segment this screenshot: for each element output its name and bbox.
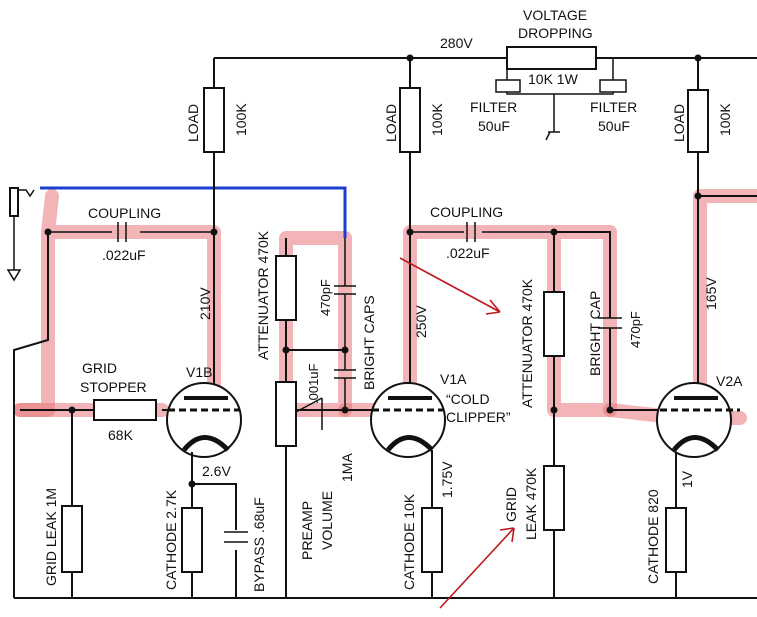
v1b-cathode-label: CATHODE 2.7K xyxy=(163,489,179,590)
v1b-tube-label: V1B xyxy=(186,364,212,380)
v1b-load-resistor xyxy=(203,87,225,153)
v1b-bypass-label: BYPASS .68uF xyxy=(251,497,267,592)
input-jack xyxy=(6,187,49,598)
attenuator-2-cap: 470pF xyxy=(628,311,643,348)
v1b-cathode-resistor xyxy=(181,507,203,573)
attenuator-1-label: ATTENUATOR 470K xyxy=(255,230,271,360)
v2a-stage xyxy=(656,58,757,598)
v1b-grid-stopper xyxy=(93,399,157,421)
ground-symbol xyxy=(545,94,560,141)
v2a-load-label: LOAD xyxy=(671,104,687,142)
v1b-plate-voltage: 210V xyxy=(197,287,213,320)
filter-2-name: FILTER xyxy=(590,99,637,115)
v1b-grid-stopper-value: 68K xyxy=(108,427,134,443)
preamp-volume-pot xyxy=(275,381,297,447)
attenuator-2-label: ATTENUATOR 470K xyxy=(519,278,535,408)
attenuator-2 xyxy=(543,228,664,598)
supply-voltage-label: 280V xyxy=(440,35,473,51)
attenuator-2-grid-leak-line-1: GRID xyxy=(503,487,519,522)
v1a-load-value: 100K xyxy=(429,103,445,136)
v1a-plate-voltage: 250V xyxy=(413,305,429,338)
attenuator-1-cap-1: 470pF xyxy=(318,279,333,316)
v1b-tube xyxy=(166,382,242,458)
supply-rail xyxy=(214,46,757,141)
bright-caps-label: BRIGHT CAPS xyxy=(361,295,377,390)
v1a-coupling-label: COUPLING xyxy=(430,204,503,220)
v2a-load-resistor xyxy=(687,89,709,153)
v2a-tube xyxy=(656,382,732,458)
bright-cap-label: BRIGHT CAP xyxy=(587,291,603,376)
v1a-nickname-line-1: “COLD xyxy=(446,391,490,407)
v2a-load-value: 100K xyxy=(717,103,733,136)
attenuator-2-resistor xyxy=(543,291,565,357)
preamp-volume-line-2: VOLUME xyxy=(319,491,335,550)
annotation-arrows xyxy=(399,257,515,609)
preamp-volume-line-3: 1MA xyxy=(339,453,355,482)
v1b-stage xyxy=(20,58,248,598)
voltage-dropping-value: 10K 1W xyxy=(528,71,579,87)
v1a-load-label: LOAD xyxy=(383,104,399,142)
filter-1-value: 50uF xyxy=(478,118,510,134)
v2a-cathode-resistor xyxy=(665,507,687,573)
v1a-cathode-voltage: 1.75V xyxy=(439,461,455,498)
v1a-tube-label: V1A xyxy=(440,371,467,387)
attenuator-2-grid-leak xyxy=(543,465,565,531)
v1b-bypass-cap xyxy=(224,531,248,543)
v1b-load-label: LOAD xyxy=(185,104,201,142)
filter-1-name: FILTER xyxy=(470,99,517,115)
attenuator-1 xyxy=(275,238,390,598)
v1b-load-value: 100K xyxy=(233,103,249,136)
v1a-stage xyxy=(370,58,554,598)
voltage-dropping-title-1: VOLTAGE xyxy=(523,7,587,23)
voltage-dropping-title-2: DROPPING xyxy=(518,25,593,41)
v1b-grid-stopper-line-2: STOPPER xyxy=(80,379,147,395)
v2a-tube-label: V2A xyxy=(716,373,743,389)
voltage-dropping-resistor xyxy=(506,46,597,70)
v1b-grid-stopper-line-1: GRID xyxy=(82,360,117,376)
v1a-cathode-label: CATHODE 10K xyxy=(401,493,417,590)
preamp-volume-line-1: PREAMP xyxy=(299,501,315,560)
filter-cap-1 xyxy=(495,79,521,93)
v1a-tube xyxy=(370,382,446,458)
attenuator-1-cap-2: .001uF xyxy=(306,363,321,404)
filter-cap-2 xyxy=(599,79,627,93)
attenuator-2-grid-leak-line-2: LEAK 470K xyxy=(523,467,539,540)
filter-2-value: 50uF xyxy=(598,118,630,134)
v2a-cathode-label: CATHODE 820 xyxy=(645,489,661,584)
v1a-cathode-resistor xyxy=(421,507,443,573)
v1b-cathode-voltage: 2.6V xyxy=(202,463,231,479)
v1b-coupling-value: .022uF xyxy=(102,247,146,263)
v1a-load-resistor xyxy=(399,87,421,153)
v1b-coupling-label: COUPLING xyxy=(88,205,161,221)
v2a-cathode-voltage: 1V xyxy=(679,470,695,488)
v1a-coupling-value: .022uF xyxy=(446,245,490,261)
v1a-nickname-line-2: CLIPPER” xyxy=(446,409,511,425)
blue-wire xyxy=(40,186,347,238)
v1b-grid-leak: GRID LEAK 1M xyxy=(43,488,59,586)
v1b-grid-leak xyxy=(61,505,83,573)
v2a-plate-voltage: 165V xyxy=(703,277,719,310)
attenuator-1-resistor xyxy=(275,255,297,321)
